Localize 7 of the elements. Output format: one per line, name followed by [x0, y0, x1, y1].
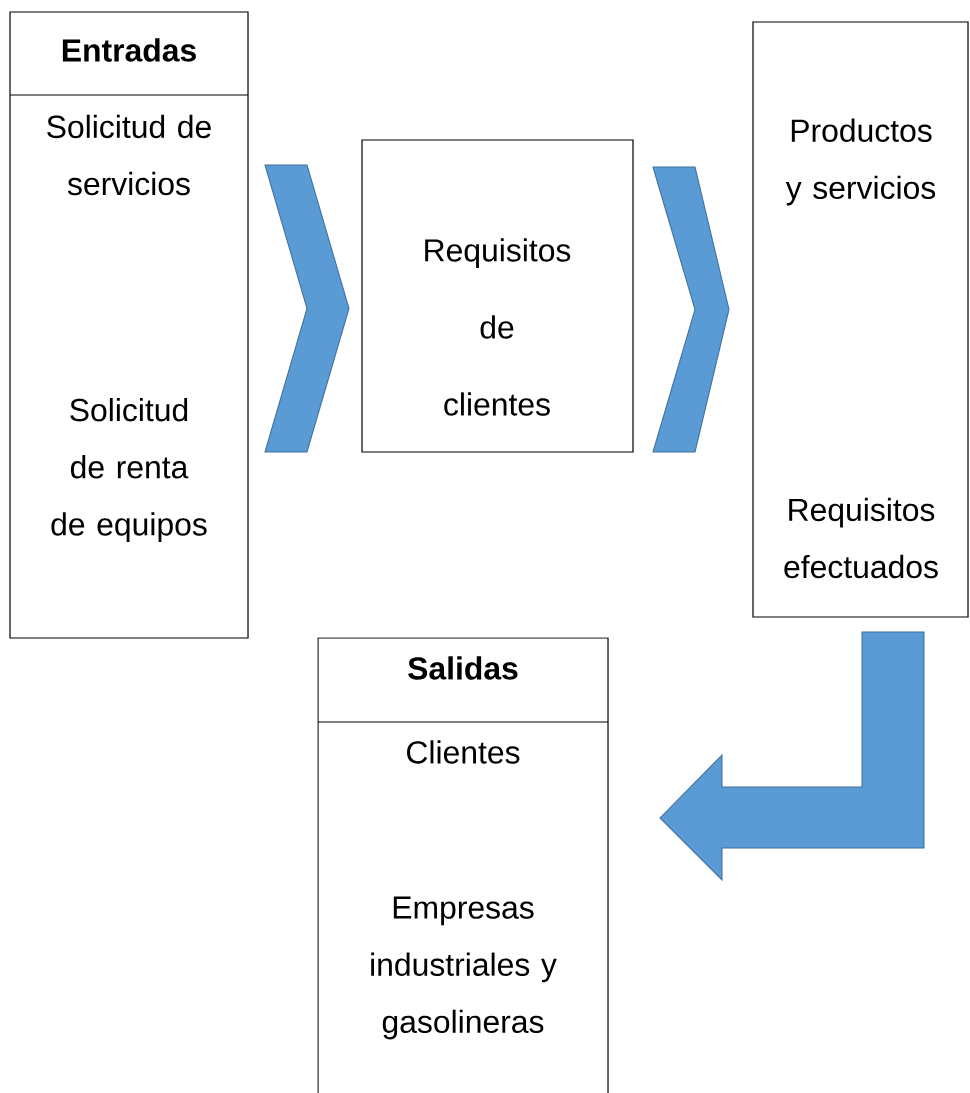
block-arrow: [264, 164, 350, 453]
block-arrow: [659, 631, 925, 882]
block-arrow: [652, 166, 730, 453]
process-box: Productos y servicios Requisitos efectuados: [752, 21, 969, 618]
output-box: Salidas Clientes Empresas industriales y gasolineras: [317, 637, 609, 1093]
input-box: Entradas Solicitud de servicios Solicitud de renta de equipos: [9, 11, 249, 639]
process-box: Requisitos de clientes: [361, 139, 634, 453]
